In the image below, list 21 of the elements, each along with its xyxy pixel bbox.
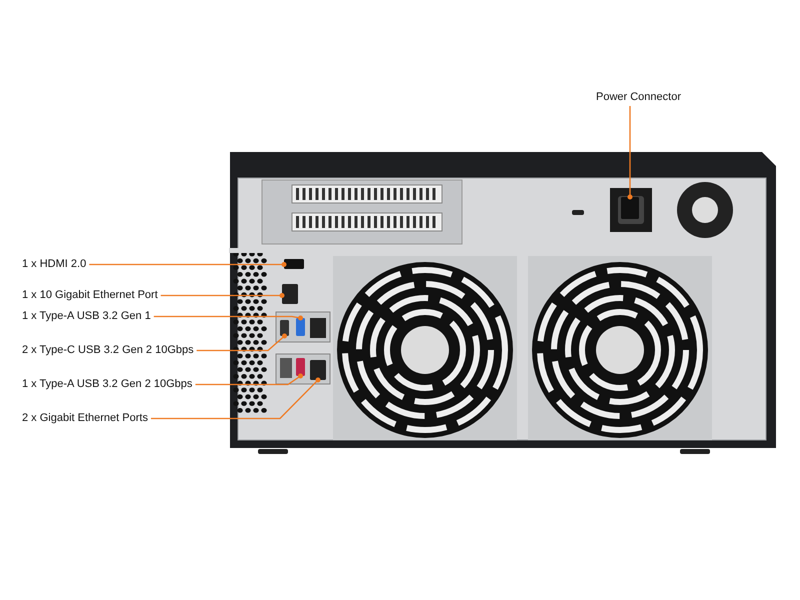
- callout-label: 1 x HDMI 2.0: [22, 258, 86, 271]
- power-socket: [621, 197, 639, 219]
- callout-label: 2 x Gigabit Ethernet Ports: [22, 412, 148, 425]
- callout-label: 1 x Type-A USB 3.2 Gen 2 10Gbps: [22, 378, 192, 391]
- ethernet-port: [282, 284, 298, 304]
- callout-label: Power Connector: [596, 91, 681, 104]
- leader-line: [196, 334, 287, 352]
- leader-line: [154, 316, 303, 320]
- callout-label: 2 x Type-C USB 3.2 Gen 2 10Gbps: [22, 344, 194, 357]
- usb-port: [296, 358, 305, 376]
- leader-line: [89, 262, 286, 267]
- leader-line: [160, 293, 284, 298]
- leader-line: [628, 106, 632, 200]
- callout-label: 1 x 10 Gigabit Ethernet Port: [22, 289, 158, 302]
- usb-c-port: [280, 320, 289, 336]
- usb-port: [296, 318, 305, 336]
- ethernet-port: [310, 360, 326, 380]
- leader-line: [150, 378, 320, 420]
- hdmi-port: [284, 259, 304, 269]
- leader-line: [195, 374, 303, 386]
- callout-label: 1 x Type-A USB 3.2 Gen 1: [22, 310, 151, 323]
